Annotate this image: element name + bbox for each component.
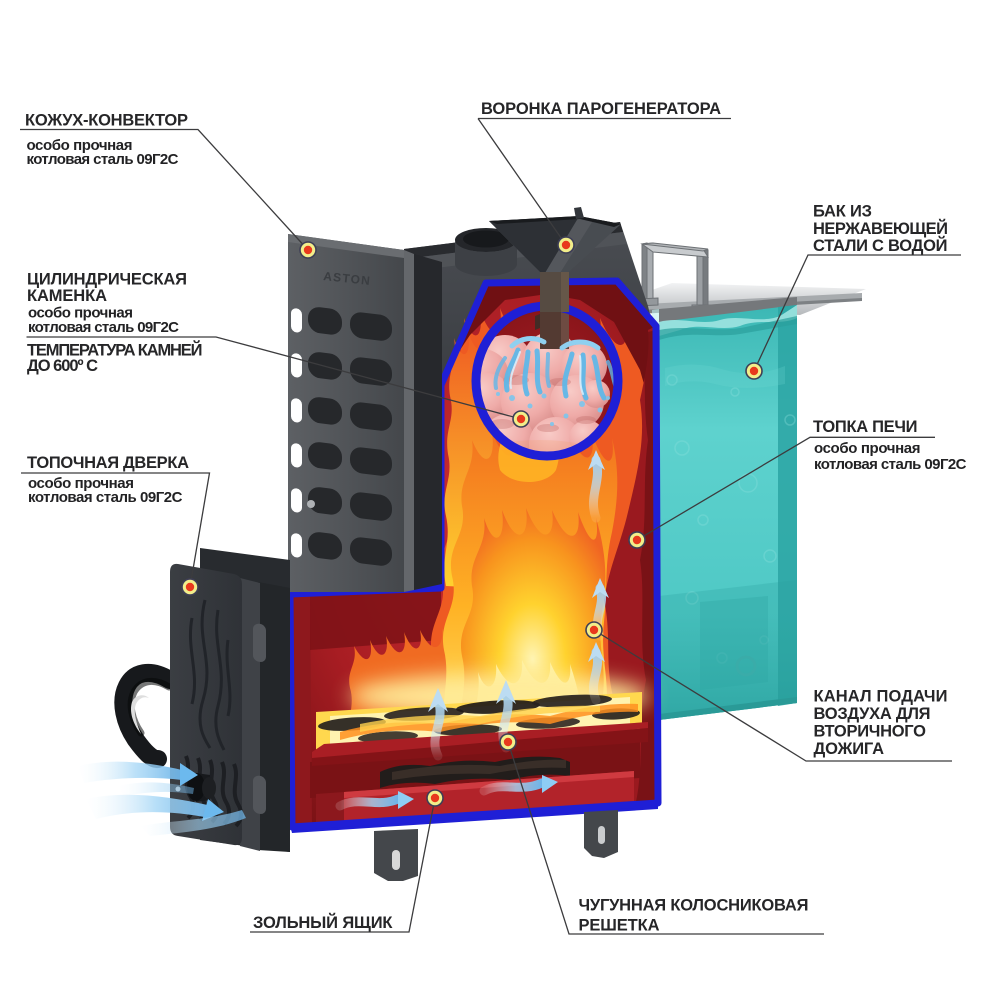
svg-text:КАНАЛ ПОДАЧИ: КАНАЛ ПОДАЧИ: [814, 688, 948, 706]
svg-text:СТАЛИ С ВОДОЙ: СТАЛИ С ВОДОЙ: [813, 236, 948, 255]
svg-text:НЕРЖАВЕЮЩЕЙ: НЕРЖАВЕЮЩЕЙ: [813, 219, 948, 238]
svg-text:ЧУГУННАЯ КОЛОСНИКОВАЯ: ЧУГУННАЯ КОЛОСНИКОВАЯ: [579, 896, 809, 914]
svg-text:ТОПОЧНАЯ ДВЕРКА: ТОПОЧНАЯ ДВЕРКА: [27, 454, 189, 472]
svg-text:ВОЗДУХА ДЛЯ: ВОЗДУХА ДЛЯ: [814, 705, 931, 723]
svg-text:котловая сталь 09Г2С: котловая сталь 09Г2С: [814, 456, 967, 473]
svg-text:особо прочная: особо прочная: [814, 440, 921, 457]
svg-text:ТЕМПЕРАТУРА КАМНЕЙ: ТЕМПЕРАТУРА КАМНЕЙ: [27, 341, 203, 360]
svg-text:РЕШЕТКА: РЕШЕТКА: [579, 917, 660, 935]
svg-text:особо прочная: особо прочная: [28, 305, 133, 322]
svg-text:ВТОРИЧНОГО: ВТОРИЧНОГО: [814, 723, 927, 741]
svg-text:БАК ИЗ: БАК ИЗ: [813, 203, 872, 221]
svg-text:ДОЖИГА: ДОЖИГА: [814, 740, 885, 758]
svg-text:котловая сталь 09Г2С: котловая сталь 09Г2С: [27, 151, 179, 168]
svg-text:КОЖУХ-КОНВЕКТОР: КОЖУХ-КОНВЕКТОР: [25, 112, 188, 130]
svg-text:ТОПКА ПЕЧИ: ТОПКА ПЕЧИ: [813, 418, 918, 436]
svg-text:ЦИЛИНДРИЧЕСКАЯ: ЦИЛИНДРИЧЕСКАЯ: [27, 271, 187, 289]
svg-text:ASTON: ASTON: [323, 269, 372, 288]
svg-text:особо прочная: особо прочная: [28, 475, 134, 492]
svg-text:ВОРОНКА ПАРОГЕНЕРАТОРА: ВОРОНКА ПАРОГЕНЕРАТОРА: [481, 100, 721, 118]
svg-text:ДО 600º С: ДО 600º С: [27, 357, 98, 375]
svg-text:КАМЕНКА: КАМЕНКА: [27, 287, 107, 305]
svg-text:особо прочная: особо прочная: [27, 137, 133, 154]
svg-text:котловая сталь 09Г2С: котловая сталь 09Г2С: [28, 489, 183, 506]
svg-text:котловая сталь 09Г2С: котловая сталь 09Г2С: [28, 319, 179, 336]
svg-text:ЗОЛЬНЫЙ ЯЩИК: ЗОЛЬНЫЙ ЯЩИК: [253, 913, 393, 932]
